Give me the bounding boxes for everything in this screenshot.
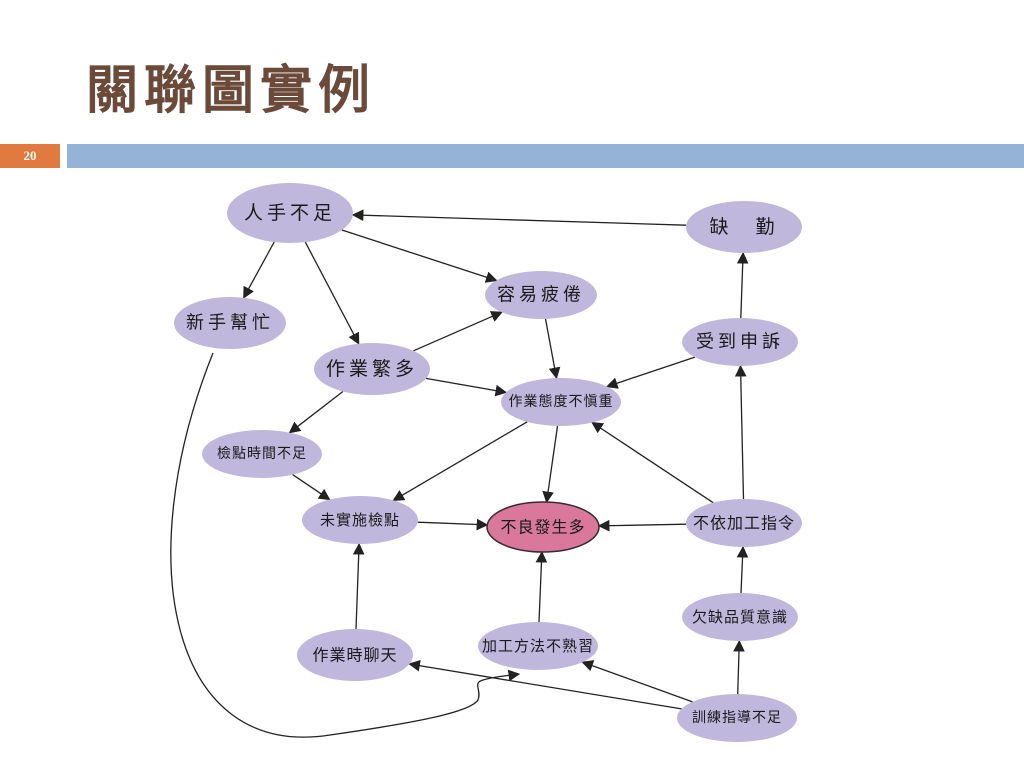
node-new-staff-help: 新手幫忙 <box>174 297 286 349</box>
edge-complaint-to-careless-attitude <box>605 356 696 389</box>
node-shape <box>485 271 597 319</box>
edge-layer <box>170 209 749 738</box>
node-label: 新手幫忙 <box>186 313 274 334</box>
edge-staff-shortage-to-new-staff-help <box>243 241 275 299</box>
node-absence: 缺 勤 <box>686 201 802 253</box>
edge-careless-attitude-to-no-inspection <box>392 421 528 501</box>
edge-new-staff-help-to-unfamiliar-method <box>170 352 521 738</box>
edge-heavy-workload-to-insufficient-inspection-time <box>288 390 344 434</box>
node-label: 不依加工指令 <box>693 514 795 533</box>
node-label: 人手不足 <box>244 202 336 224</box>
edge-insufficient-training-to-unfamiliar-method <box>581 660 693 703</box>
node-shape <box>686 201 802 253</box>
edge-absence-to-staff-shortage <box>351 209 687 226</box>
node-shape <box>302 496 418 544</box>
node-shape <box>682 318 798 366</box>
node-shape <box>227 183 353 243</box>
node-fatigue: 容易疲倦 <box>485 271 597 319</box>
edge-chatting-at-work-to-no-inspection <box>352 542 365 630</box>
edge-heavy-workload-to-careless-attitude <box>425 377 508 397</box>
node-shape <box>677 694 797 742</box>
edge-staff-shortage-to-heavy-workload <box>304 241 360 345</box>
page-number-badge: 20 <box>0 144 60 168</box>
edge-not-following-instructions-to-careless-attitude <box>591 421 714 504</box>
node-label: 欠缺品質意識 <box>692 608 788 626</box>
title-divider-bar <box>67 144 1024 168</box>
node-unfamiliar-method: 加工方法不熟習 <box>478 622 598 670</box>
node-many-defects: 不良發生多 <box>486 501 600 553</box>
node-heavy-workload: 作業繁多 <box>314 343 430 395</box>
node-shape <box>174 297 286 349</box>
node-label: 缺 勤 <box>709 216 778 238</box>
node-lack-of-quality-awareness: 欠缺品質意識 <box>682 593 798 641</box>
edge-lack-of-quality-awareness-to-not-following-instructions <box>736 545 749 594</box>
node-label: 檢點時間不足 <box>217 445 307 462</box>
node-shape <box>314 343 430 395</box>
edge-not-following-instructions-to-many-defects <box>597 519 687 532</box>
node-shape <box>297 629 413 681</box>
node-label: 訓練指導不足 <box>692 710 782 726</box>
node-complaint: 受到申訴 <box>682 318 798 366</box>
edge-unfamiliar-method-to-many-defects <box>535 550 548 623</box>
node-shape <box>202 430 322 478</box>
edge-insufficient-training-to-chatting-at-work <box>408 659 682 710</box>
node-label: 容易疲倦 <box>497 285 585 306</box>
edge-staff-shortage-to-fatigue <box>341 229 498 283</box>
edge-insufficient-training-to-lack-of-quality-awareness <box>733 639 745 695</box>
node-label: 不良發生多 <box>500 518 585 537</box>
edge-careless-attitude-to-many-defects <box>542 425 559 504</box>
node-shape <box>501 378 621 426</box>
node-insufficient-inspection-time: 檢點時間不足 <box>202 430 322 478</box>
edge-not-following-instructions-to-complaint <box>734 364 747 500</box>
edge-fatigue-to-careless-attitude <box>544 318 561 380</box>
edge-heavy-workload-to-fatigue <box>413 311 503 352</box>
node-shape <box>686 499 802 547</box>
node-label: 受到申訴 <box>696 332 784 353</box>
edge-insufficient-inspection-time-to-no-inspection <box>292 474 331 501</box>
edge-no-inspection-to-many-defects <box>417 518 489 531</box>
node-shape <box>682 593 798 641</box>
node-label: 未實施檢點 <box>320 511 400 529</box>
node-label: 作業繁多 <box>326 358 418 380</box>
node-shape <box>478 622 598 670</box>
slide-title: 關聯圖實例 <box>86 60 377 121</box>
edge-complaint-to-absence <box>736 251 749 319</box>
node-staff-shortage: 人手不足 <box>227 183 353 243</box>
node-no-inspection: 未實施檢點 <box>302 496 418 544</box>
node-label: 作業態度不愼重 <box>509 394 614 410</box>
node-insufficient-training: 訓練指導不足 <box>677 694 797 742</box>
node-label: 作業時聊天 <box>312 646 397 665</box>
node-label: 加工方法不熟習 <box>482 637 594 655</box>
node-chatting-at-work: 作業時聊天 <box>297 629 413 681</box>
node-shape <box>486 501 600 553</box>
node-not-following-instructions: 不依加工指令 <box>686 499 802 547</box>
node-careless-attitude: 作業態度不愼重 <box>501 378 621 426</box>
